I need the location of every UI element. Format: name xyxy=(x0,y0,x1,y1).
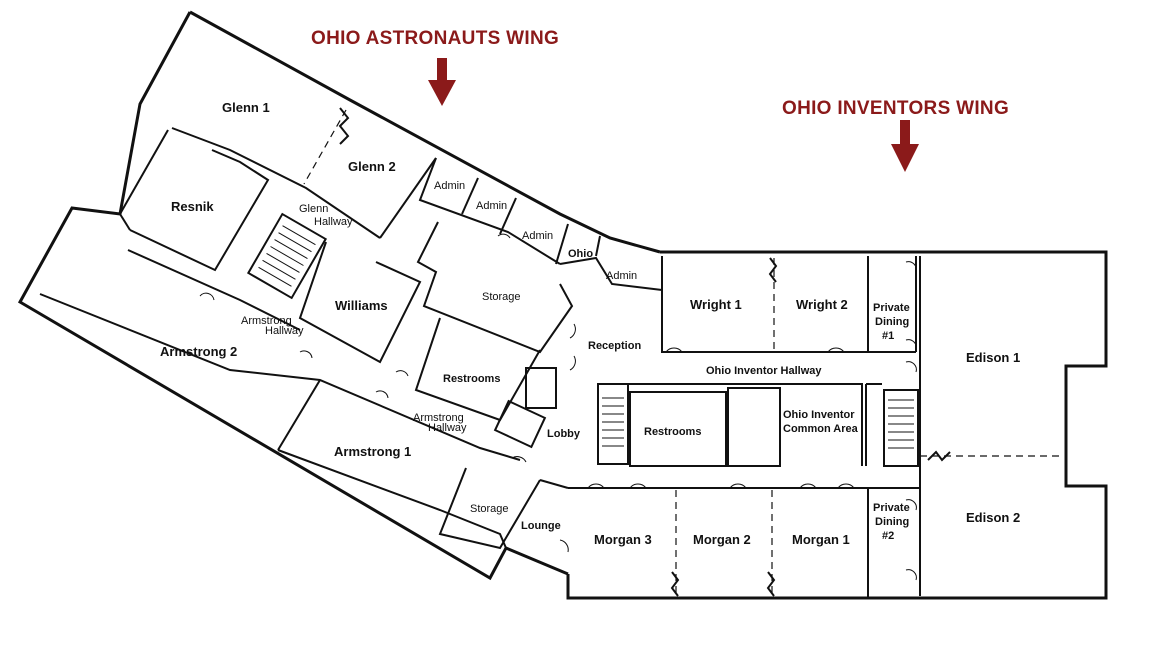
private-dining-1-label-3: #1 xyxy=(882,330,894,342)
room-glenn-2: Glenn 2 xyxy=(348,159,396,174)
room-reception: Reception xyxy=(588,340,641,352)
room-labels: Glenn 1 Glenn 2 Glenn Hallway Resnik Adm… xyxy=(160,100,1020,547)
room-edison-1: Edison 1 xyxy=(966,350,1020,365)
room-morgan-3: Morgan 3 xyxy=(594,532,652,547)
private-dining-2-label-3: #2 xyxy=(882,530,894,542)
armstrong-hallway-b-label-1: Armstrong xyxy=(413,412,464,424)
common-area-label-2: Common Area xyxy=(783,423,859,435)
inventors-wing-walls xyxy=(566,250,1108,600)
armstrong-hallway-b-label-2: Hallway xyxy=(428,422,467,434)
ohio-inventor-hallway-label: Ohio Inventor Hallway xyxy=(706,365,822,377)
room-admin-2: Admin xyxy=(476,200,507,212)
armstrong-hallway-a-label-1: Armstrong xyxy=(241,315,292,327)
inventors-wing-arrow xyxy=(891,120,919,172)
room-resnik: Resnik xyxy=(171,199,214,214)
glenn-hallway-label-2: Hallway xyxy=(314,216,353,228)
private-dining-2-label-1: Private xyxy=(873,502,910,514)
room-glenn-1: Glenn 1 xyxy=(222,100,270,115)
inventors-wing-title: OHIO INVENTORS WING xyxy=(782,98,1009,119)
room-edison-2: Edison 2 xyxy=(966,510,1020,525)
room-wright-2: Wright 2 xyxy=(796,297,848,312)
astronauts-wing-walls xyxy=(17,10,663,581)
room-armstrong-1: Armstrong 1 xyxy=(334,444,411,459)
room-lounge: Lounge xyxy=(521,520,561,532)
private-dining-2-label-2: Dining xyxy=(875,516,909,528)
armstrong-hallway-a-label-2: Hallway xyxy=(265,325,304,337)
room-admin-1: Admin xyxy=(434,180,465,192)
room-restrooms-1: Restrooms xyxy=(443,373,500,385)
astronauts-wing-arrow xyxy=(428,58,456,106)
room-williams: Williams xyxy=(335,298,388,313)
room-storage-1: Storage xyxy=(482,291,521,303)
room-morgan-1: Morgan 1 xyxy=(792,532,850,547)
room-admin-4: Admin xyxy=(606,270,637,282)
room-morgan-2: Morgan 2 xyxy=(693,532,751,547)
common-area-label-1: Ohio Inventor xyxy=(783,409,855,421)
room-lobby: Lobby xyxy=(547,428,581,440)
room-storage-2: Storage xyxy=(470,503,509,515)
glenn-hallway-label-1: Glenn xyxy=(299,203,328,215)
door-swings xyxy=(199,233,917,581)
private-dining-1-label-2: Dining xyxy=(875,316,909,328)
room-ohio: Ohio xyxy=(568,248,593,260)
room-armstrong-2: Armstrong 2 xyxy=(160,344,237,359)
astronauts-wing-title: OHIO ASTRONAUTS WING xyxy=(311,28,559,49)
room-wright-1: Wright 1 xyxy=(690,297,742,312)
private-dining-1-label-1: Private xyxy=(873,302,910,314)
room-admin-3: Admin xyxy=(522,230,553,242)
room-restrooms-2: Restrooms xyxy=(644,426,701,438)
